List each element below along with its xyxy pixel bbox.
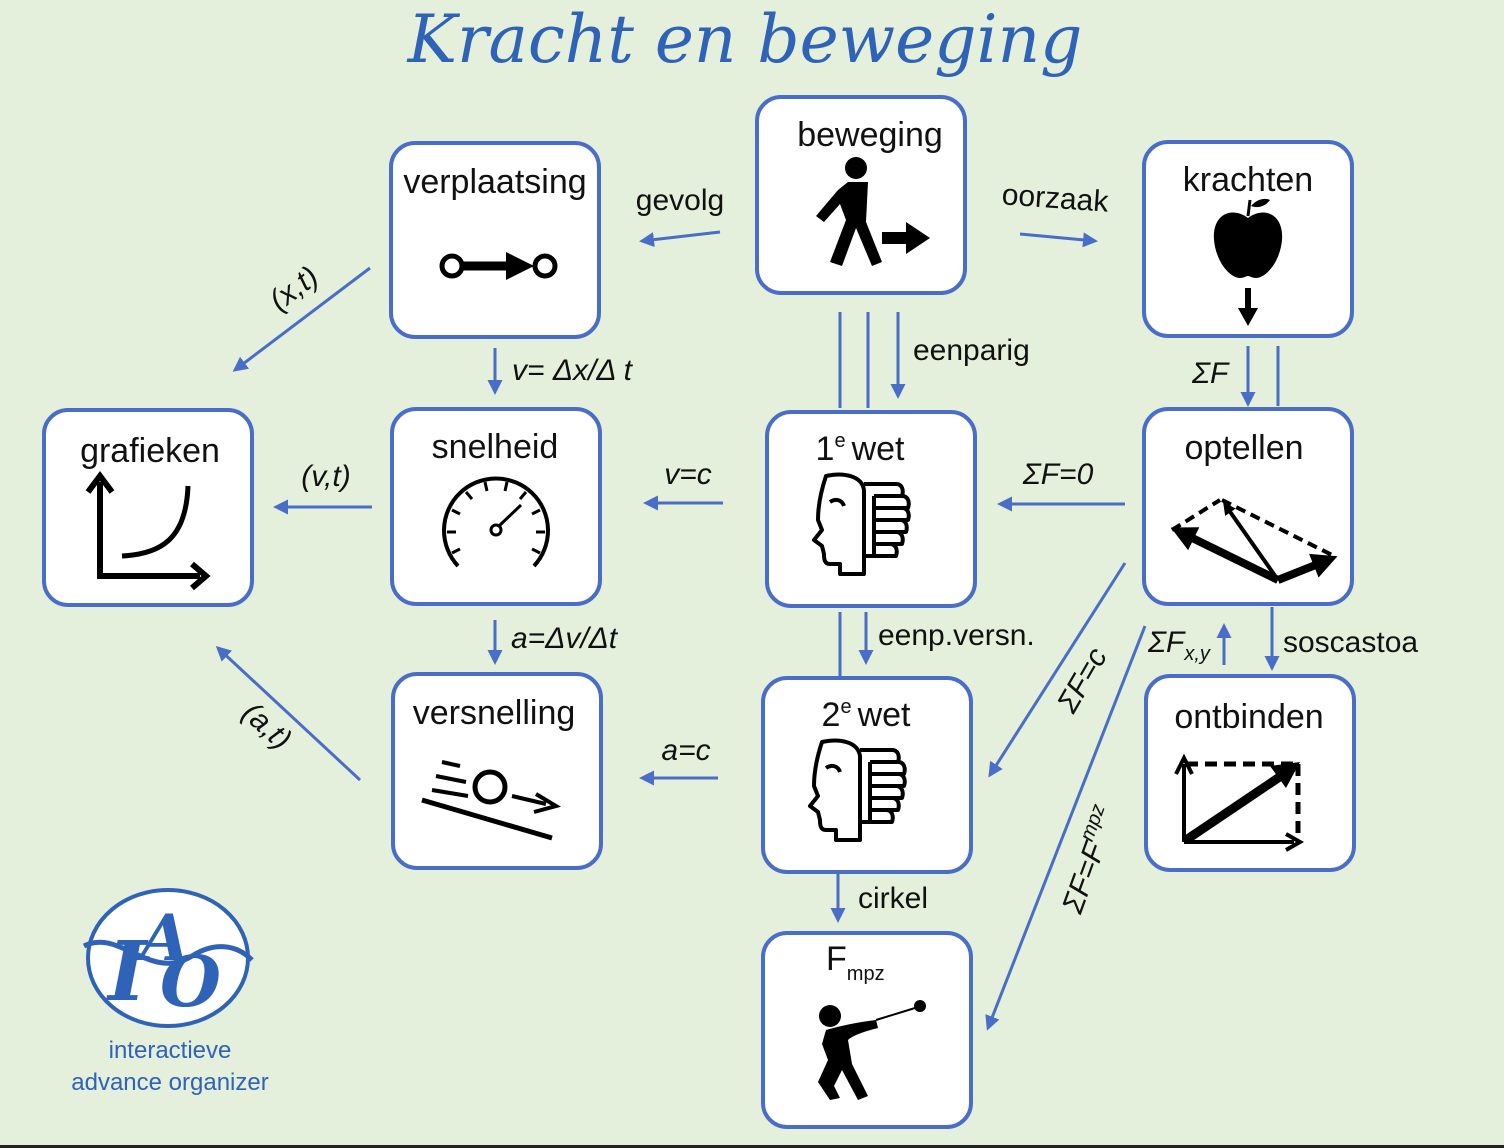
edge-gevolg xyxy=(639,230,721,248)
wet2-superscript: e xyxy=(840,696,851,718)
edge-sigmaFmpz xyxy=(985,625,1147,1031)
edge-label-soscastoa: soscastoa xyxy=(1283,626,1418,659)
fmpz-sub: mpz xyxy=(847,963,885,985)
sigmaFmpz-sub: mpz xyxy=(1076,801,1110,844)
hammer-throw-icon xyxy=(818,1000,926,1100)
edge-label-eenp-versn: eenp.versn. xyxy=(878,619,1035,652)
box-label-beweging: beweging xyxy=(797,116,943,154)
walking-person-icon xyxy=(816,157,930,266)
edge-label-a-c: a=c xyxy=(661,734,710,767)
edge-label-sigmaFc: ΣF=c xyxy=(1050,642,1114,719)
apple-gravity-icon xyxy=(1213,198,1283,326)
edge-label-cirkel: cirkel xyxy=(858,882,928,915)
edge-label-vt: (v,t) xyxy=(301,460,350,493)
newton-head-fist-icon xyxy=(812,472,911,576)
box-label-krachten: krachten xyxy=(1183,161,1313,199)
displacement-arrow-icon xyxy=(439,252,558,280)
rolling-ball-slope-icon xyxy=(421,760,562,841)
sigmaFxy-main: ΣF xyxy=(1147,626,1186,659)
wet2-word: wet xyxy=(857,696,911,734)
edge-label-eenparig: eenparig xyxy=(913,334,1030,367)
wet1-superscript: e xyxy=(834,430,845,452)
edge-sigmaFc xyxy=(988,562,1127,778)
bottom-divider xyxy=(0,1145,1504,1148)
speedometer-icon xyxy=(442,476,550,568)
iao-logo: I A O interactieve advance organizer xyxy=(71,888,269,1096)
sigmaFxy-sub: x,y xyxy=(1183,643,1211,665)
box-label-versnelling: versnelling xyxy=(413,694,576,732)
edge-at xyxy=(215,645,362,782)
edge-label-sigmaF0: ΣF=0 xyxy=(1022,458,1094,491)
newton-head-fist-icon xyxy=(808,738,907,842)
edge-oorzaak xyxy=(1019,232,1098,248)
box-label-snelheid: snelheid xyxy=(432,428,559,466)
box-label-optellen: optellen xyxy=(1184,429,1303,467)
box-snelheid: snelheid xyxy=(390,407,602,606)
edge-label-sigmaFmpz: ΣF=Fmpz xyxy=(1051,801,1125,918)
logo-line1: interactieve xyxy=(109,1037,232,1064)
wet2-number: 2 xyxy=(822,696,841,734)
svg-text:A: A xyxy=(135,901,190,976)
logo-line2: advance organizer xyxy=(71,1069,268,1096)
wet1-number: 1 xyxy=(816,430,835,468)
vector-addition-icon xyxy=(1170,498,1338,584)
box-label-ontbinden: ontbinden xyxy=(1174,698,1323,736)
edge-label-v-formula: v= Δx/Δ t xyxy=(512,354,634,387)
box-fmpz: Fmpz xyxy=(761,931,973,1129)
box-label-verplaatsing: verplaatsing xyxy=(403,163,586,201)
svg-text:I: I xyxy=(106,924,149,1020)
edge-label-v-c: v=c xyxy=(664,458,712,491)
svg-text:O: O xyxy=(160,940,221,1023)
box-ontbinden: ontbinden xyxy=(1144,674,1356,872)
edge-label-oorzaak: oorzaak xyxy=(1001,178,1111,218)
box-krachten: krachten xyxy=(1142,140,1354,338)
sigmaFmpz-main: ΣF=F xyxy=(1056,837,1113,919)
graph-curve-icon xyxy=(85,471,211,591)
edge-label-sigmaF: ΣF xyxy=(1191,357,1230,390)
edge-label-gevolg: gevolg xyxy=(636,184,724,217)
box-optellen: optellen xyxy=(1142,407,1354,606)
edge-label-a-formula: a=Δv/Δt xyxy=(511,622,619,655)
box-versnelling: versnelling xyxy=(391,672,603,870)
edge-xt xyxy=(232,266,371,372)
vector-decomposition-icon xyxy=(1174,753,1305,852)
box-verplaatsing: verplaatsing xyxy=(389,141,601,339)
page-title: Kracht en beweging xyxy=(407,1,1083,78)
box-beweging: beweging xyxy=(755,95,967,295)
box-label-fmpz: Fmpz xyxy=(826,940,885,985)
wet1-word: wet xyxy=(851,430,905,468)
edge-label-sigmaFxy: ΣFx,y xyxy=(1147,626,1211,665)
box-label-grafieken: grafieken xyxy=(80,432,220,470)
edge-label-at: (a,t) xyxy=(236,696,298,756)
fmpz-main: F xyxy=(826,940,847,978)
box-grafieken: grafieken xyxy=(42,408,254,607)
